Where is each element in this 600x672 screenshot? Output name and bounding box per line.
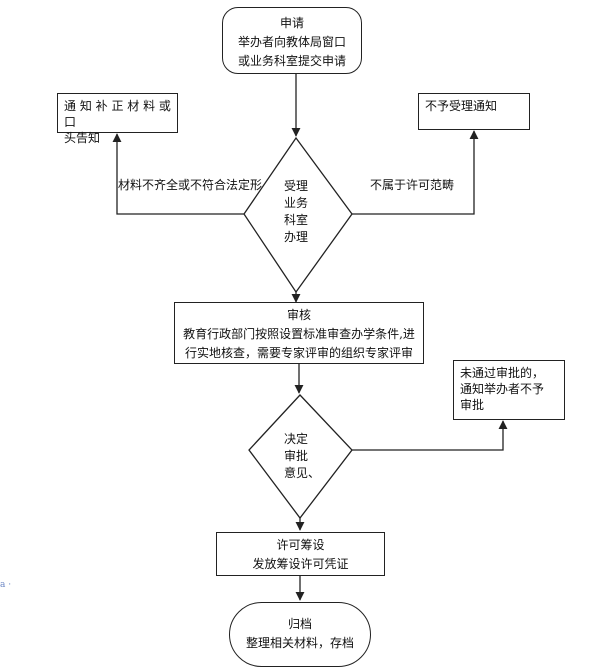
- edge-label-incomplete: 材料不齐全或不符合法定形: [118, 178, 263, 192]
- not-approved-line-1: 未通过审批的，: [460, 366, 545, 380]
- notify-supplement-node: 通 知 补 正 材 料 或 口 头告知: [57, 93, 178, 145]
- review-line-2: 行实地核查，需要专家评审的组织专家评审: [184, 346, 413, 360]
- review-node: 审核 教育行政部门按照设置标准审查办学条件,进 行实地核查，需要专家评审的组织专…: [174, 302, 424, 364]
- not-accepted-line-1: 不予受理通知: [425, 99, 498, 113]
- apply-node: 申请 举办者向教体局窗口 或业务科室提交申请: [222, 7, 362, 74]
- decide-line-2: 审批: [284, 449, 309, 463]
- arrow-accept-to-supplement: [112, 133, 244, 215]
- apply-title: 申请: [279, 16, 304, 30]
- apply-line-1: 举办者向教体局窗口: [237, 35, 346, 49]
- arrow-decide-to-not-approved: [352, 420, 508, 451]
- not-approved-line-3: 审批: [460, 398, 485, 412]
- apply-line-2: 或业务科室提交申请: [237, 54, 346, 68]
- archive-node: 归档 整理相关材料，存档: [229, 602, 371, 667]
- decide-line-3: 意见、: [284, 466, 321, 480]
- accept-line-4: 办理: [283, 230, 308, 244]
- not-approved-node: 未通过审批的， 通知举办者不予 审批: [453, 360, 565, 420]
- edge-label-out-of-scope: 不属于许可范畴: [370, 178, 455, 192]
- review-title: 审核: [286, 308, 311, 322]
- archive-line-1: 整理相关材料，存档: [245, 636, 354, 650]
- notify-supplement-line-1: 通 知 补 正 材 料 或 口: [64, 99, 171, 129]
- permit-line-1: 许可筹设: [276, 538, 325, 552]
- notify-supplement-line-2: 头告知: [64, 131, 101, 145]
- margin-mark: a ·: [0, 580, 12, 590]
- not-approved-line-2: 通知举办者不予: [460, 382, 545, 396]
- accept-line-2: 业务: [283, 196, 308, 210]
- permit-line-2: 发放筹设许可凭证: [252, 557, 349, 571]
- decide-line-1: 决定: [284, 432, 309, 446]
- accept-line-3: 科室: [283, 213, 308, 227]
- review-line-1: 教育行政部门按照设置标准审查办学条件,进: [183, 327, 415, 341]
- not-accepted-node: 不予受理通知: [418, 93, 530, 130]
- permit-node: 许可筹设 发放筹设许可凭证: [216, 532, 385, 576]
- accept-line-1: 受理: [283, 179, 308, 193]
- archive-title: 归档: [287, 617, 312, 631]
- arrow-accept-to-not-accepted: [352, 130, 479, 215]
- accept-label: 受理 业务 科室 办理: [276, 178, 316, 246]
- decide-label: 决定 审批 意见、: [284, 431, 320, 482]
